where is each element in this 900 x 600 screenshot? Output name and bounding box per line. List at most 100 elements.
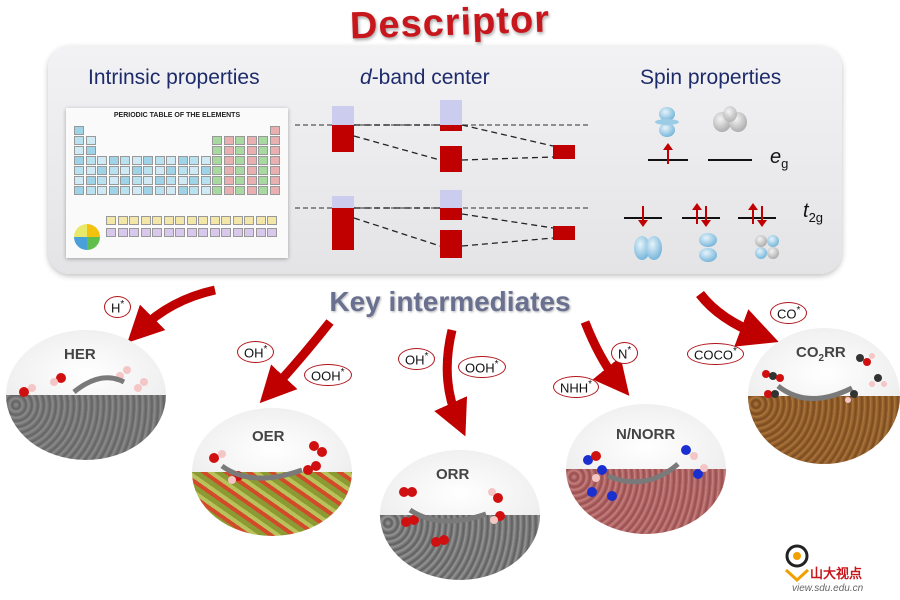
periodic-table-cell bbox=[212, 156, 222, 165]
orr-bubble: ORR bbox=[380, 450, 540, 580]
periodic-table-cell bbox=[154, 176, 165, 185]
band-filled-top-right-lower bbox=[440, 146, 462, 172]
periodic-table-cell bbox=[131, 186, 142, 195]
periodic-table-cell bbox=[267, 216, 277, 225]
periodic-table-cell bbox=[163, 228, 174, 237]
periodic-table-cell bbox=[85, 136, 96, 145]
periodic-table-image: PERIODIC TABLE OF THE ELEMENTS bbox=[66, 108, 288, 258]
d-band-center-diagram bbox=[295, 100, 590, 258]
periodic-table-cell bbox=[143, 166, 153, 175]
spin-pair-arrows-icon-2 bbox=[748, 203, 767, 227]
periodic-table-cell bbox=[267, 228, 277, 237]
periodic-table-cell bbox=[166, 156, 176, 165]
band-empty-bottom-left bbox=[332, 196, 354, 208]
periodic-table-cell bbox=[74, 126, 84, 135]
band-filled-bottom-right-upper bbox=[440, 208, 462, 220]
periodic-table-cell bbox=[258, 166, 268, 175]
t2g-label-main: t bbox=[803, 200, 809, 222]
periodic-table-cell bbox=[235, 186, 245, 195]
periodic-table-cell bbox=[74, 156, 84, 165]
periodic-table-cell bbox=[235, 176, 245, 185]
periodic-table-cell bbox=[152, 228, 162, 237]
periodic-table-cell bbox=[269, 136, 280, 145]
hybrid-line-2 bbox=[353, 135, 441, 161]
spin-properties-header: Spin properties bbox=[640, 66, 782, 89]
band-empty-top-right bbox=[440, 100, 462, 125]
intermediate-label-h: H* bbox=[104, 296, 132, 319]
hybrid-line-7 bbox=[461, 213, 554, 229]
periodic-table-cell bbox=[97, 176, 107, 185]
periodic-table-cell bbox=[212, 186, 222, 195]
periodic-table-cell bbox=[269, 166, 280, 175]
oer-catalyst-surface bbox=[192, 472, 352, 536]
spin-properties-diagram bbox=[624, 106, 779, 262]
t2g-label: t2g bbox=[803, 200, 823, 225]
hybrid-line-3 bbox=[461, 124, 554, 147]
arrow-to-her bbox=[127, 285, 216, 343]
periodic-table-cell bbox=[221, 228, 231, 237]
periodic-table-cell bbox=[223, 176, 234, 185]
band-empty-top-left bbox=[332, 106, 354, 125]
periodic-table-cell bbox=[85, 186, 96, 195]
dx2y2-orbital-icon bbox=[713, 106, 747, 132]
spin-up-arrow-icon bbox=[663, 143, 673, 164]
periodic-table-cell bbox=[166, 166, 176, 175]
watermark-url: view.sdu.edu.cn bbox=[792, 583, 864, 594]
eg-label: eg bbox=[770, 146, 788, 171]
periodic-table-cell bbox=[198, 228, 208, 237]
periodic-table-cell bbox=[166, 186, 176, 195]
periodic-table-cell bbox=[74, 136, 84, 145]
periodic-table-cell bbox=[212, 146, 222, 155]
periodic-table-cell bbox=[74, 186, 84, 195]
periodic-table-cell bbox=[223, 136, 234, 145]
periodic-table-cell bbox=[244, 216, 254, 225]
her-catalyst-surface bbox=[6, 395, 166, 460]
periodic-table-cell bbox=[221, 216, 231, 225]
periodic-table-cell bbox=[223, 156, 234, 165]
periodic-table-cell bbox=[143, 176, 153, 185]
periodic-table-cell bbox=[131, 176, 142, 185]
periodic-table-cell bbox=[223, 166, 234, 175]
periodic-table-cell bbox=[74, 166, 84, 175]
periodic-table-cell bbox=[117, 228, 128, 237]
periodic-table-cell bbox=[212, 136, 222, 145]
periodic-table-cell bbox=[177, 176, 188, 185]
periodic-table-cell bbox=[163, 216, 174, 225]
periodic-table-cell bbox=[177, 186, 188, 195]
periodic-table-title: PERIODIC TABLE OF THE ELEMENTS bbox=[113, 112, 241, 119]
periodic-table-cell bbox=[186, 228, 197, 237]
periodic-table-cell bbox=[269, 186, 280, 195]
co2rr-catalyst-surface bbox=[748, 396, 900, 464]
periodic-table-cell bbox=[189, 166, 199, 175]
norr-bubble: N/NORR bbox=[566, 404, 726, 534]
periodic-table-cell bbox=[198, 216, 208, 225]
periodic-table-cell bbox=[212, 166, 222, 175]
periodic-table-cell bbox=[189, 176, 199, 185]
periodic-table-cell bbox=[143, 186, 153, 195]
arrow-to-norr bbox=[580, 320, 630, 396]
periodic-table-cell bbox=[258, 186, 268, 195]
periodic-table-cell bbox=[209, 216, 220, 225]
hybrid-line-6 bbox=[353, 217, 441, 247]
periodic-table-cell bbox=[129, 228, 139, 237]
dxy-orbital-icon bbox=[755, 235, 779, 259]
periodic-table-cell bbox=[140, 228, 151, 237]
intermediate-label-nhh: NHH* bbox=[553, 376, 600, 399]
band-empty-bottom-right bbox=[440, 190, 462, 208]
periodic-table-cell bbox=[85, 156, 96, 165]
periodic-table-cell bbox=[154, 166, 165, 175]
periodic-table-logo bbox=[74, 224, 100, 250]
periodic-table-cell bbox=[189, 186, 199, 195]
hybrid-line-4 bbox=[461, 156, 554, 161]
eg-label-main: e bbox=[770, 146, 782, 168]
periodic-table-cell bbox=[106, 228, 116, 237]
periodic-table-cell bbox=[212, 176, 222, 185]
periodic-table-cell bbox=[177, 156, 188, 165]
intermediate-label-coco: COCO* bbox=[687, 343, 744, 366]
periodic-table-cell bbox=[223, 186, 234, 195]
periodic-table-cell bbox=[186, 216, 197, 225]
periodic-table-cell bbox=[258, 156, 268, 165]
spin-down-arrow-icon bbox=[638, 206, 648, 227]
periodic-table-cell bbox=[258, 176, 268, 185]
sdu-logo-icon bbox=[784, 544, 810, 583]
